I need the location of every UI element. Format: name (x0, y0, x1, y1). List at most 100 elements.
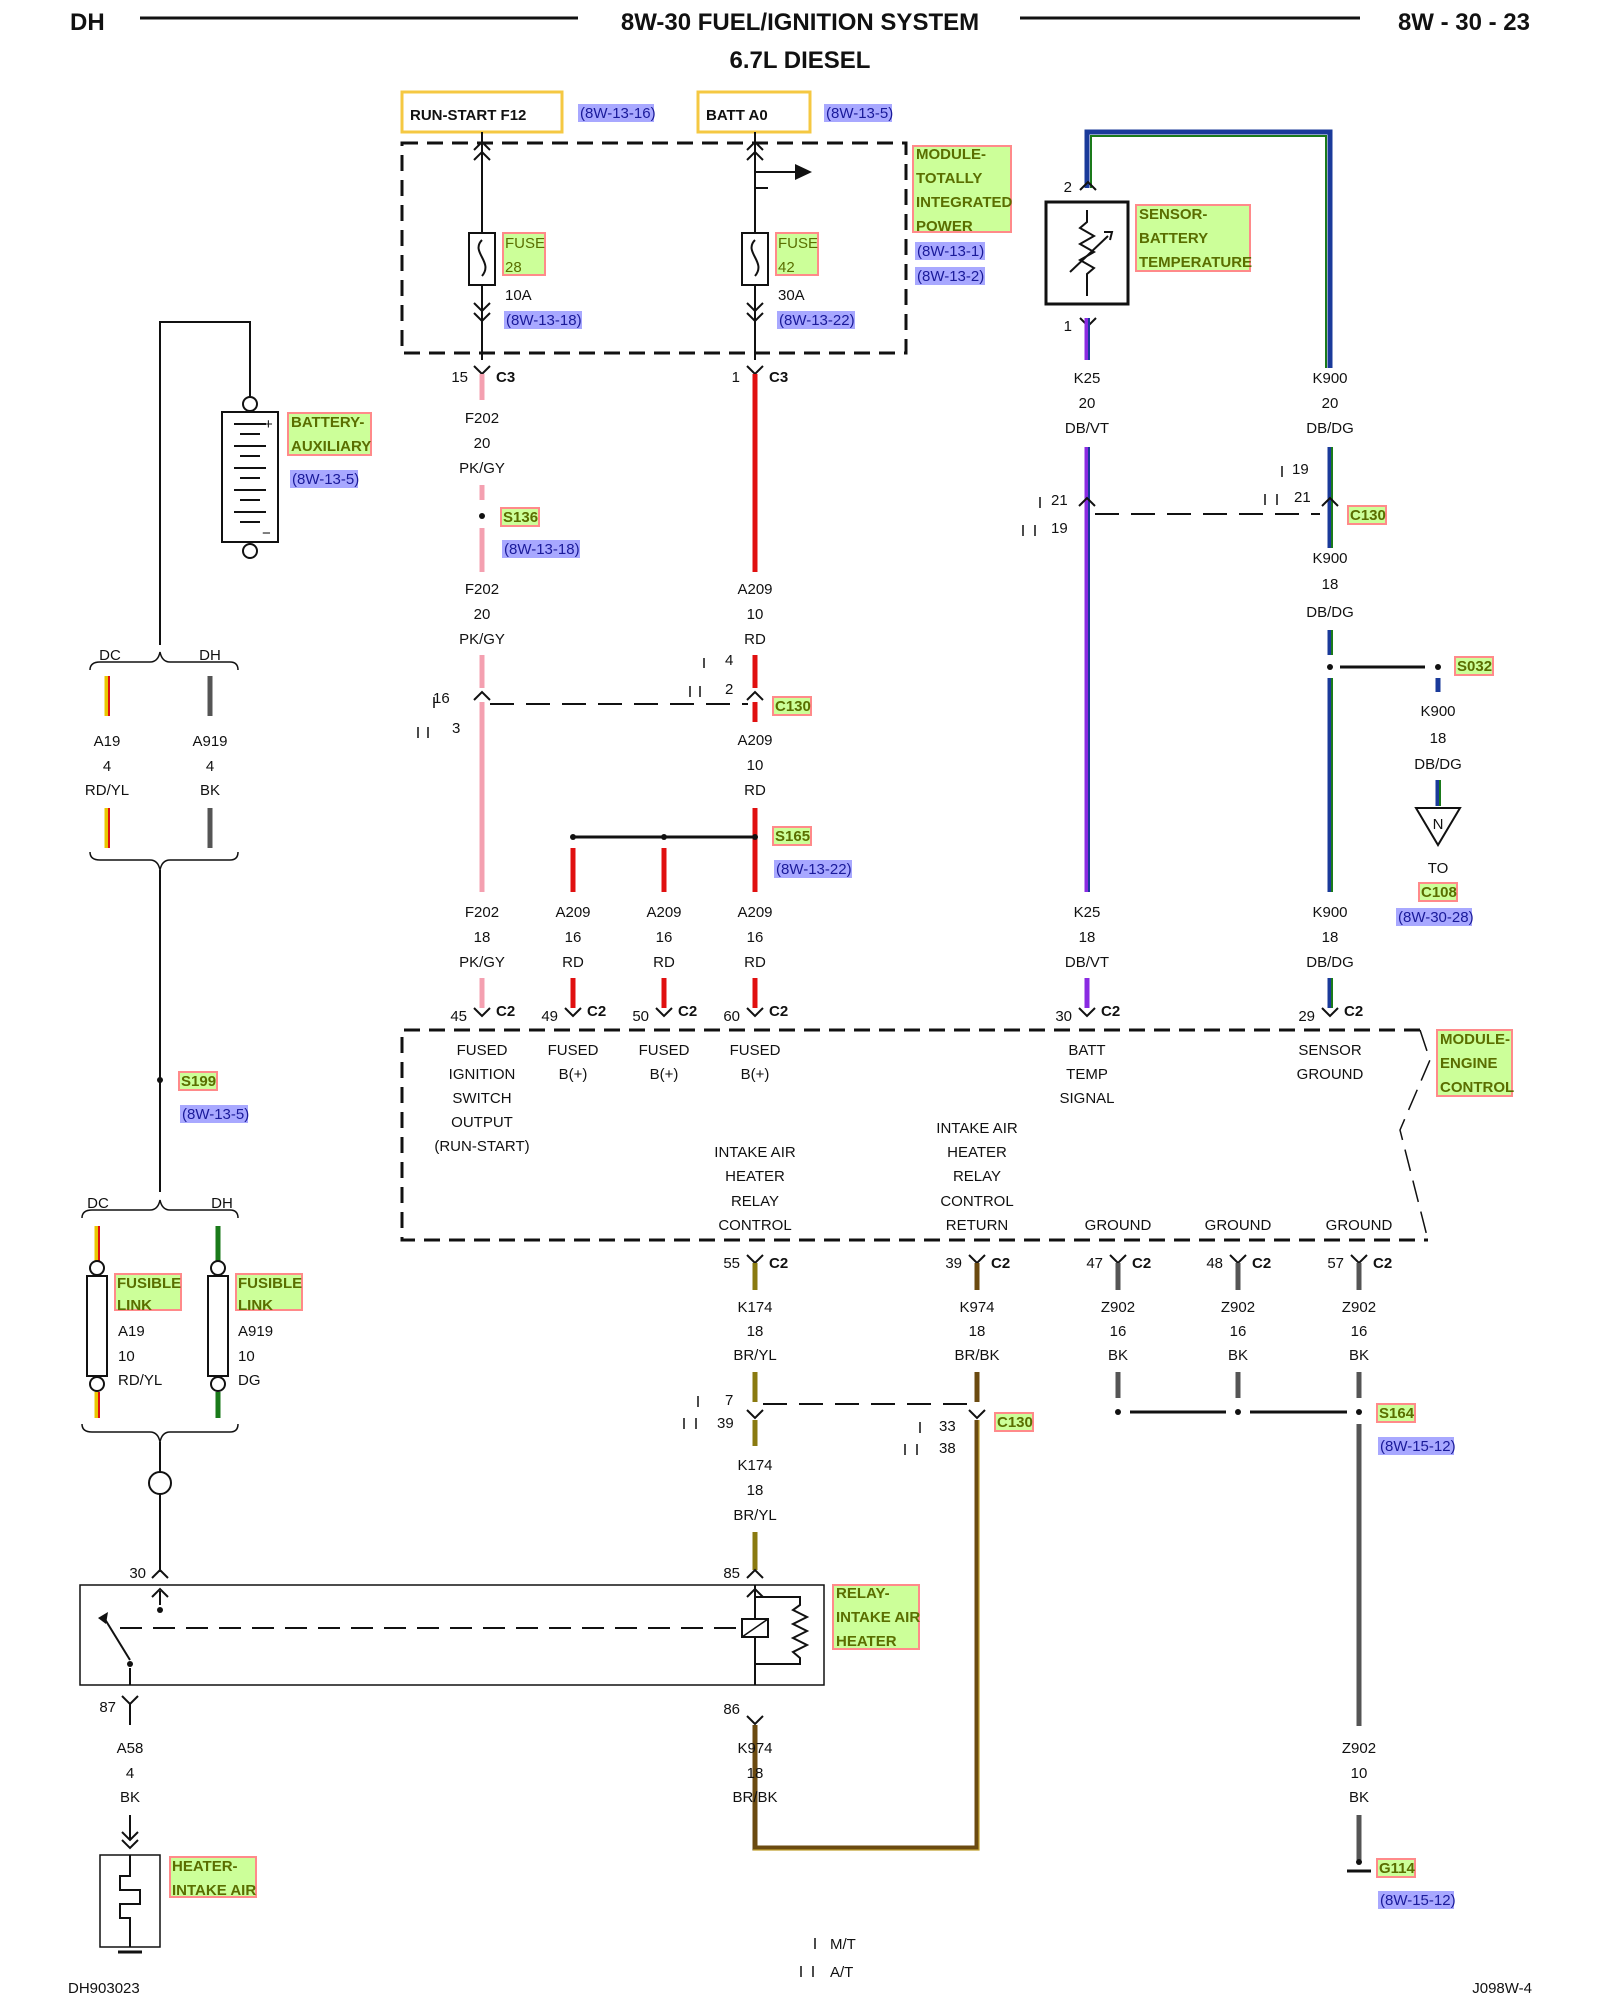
svg-text:18: 18 (747, 1323, 764, 1340)
svg-text:BR/BK: BR/BK (732, 1789, 777, 1806)
svg-text:33: 33 (939, 1418, 956, 1435)
svg-text:16: 16 (1230, 1323, 1247, 1340)
svg-text:S165: S165 (775, 828, 810, 845)
svg-text:MODULE-: MODULE- (916, 146, 986, 163)
svg-text:BK: BK (1228, 1347, 1248, 1364)
svg-text:+: + (264, 416, 273, 433)
svg-text:MODULE-: MODULE- (1440, 1031, 1510, 1048)
svg-text:42: 42 (778, 259, 795, 276)
svg-text:SENSOR: SENSOR (1298, 1042, 1362, 1059)
ref-link[interactable]: (8W-13-22) (776, 861, 852, 878)
circuit-a209: 1 C3 A209 10 RD 4 2 C130 A209 10 RD S165… (555, 365, 852, 1018)
svg-text:18: 18 (1430, 730, 1447, 747)
svg-text:C2: C2 (991, 1255, 1010, 1272)
svg-text:RD: RD (744, 782, 766, 799)
svg-text:21: 21 (1051, 492, 1068, 509)
svg-text:INTAKE AIR: INTAKE AIR (836, 1609, 920, 1626)
svg-text:FUSIBLE: FUSIBLE (117, 1275, 181, 1292)
svg-text:4: 4 (103, 758, 111, 775)
svg-text:BK: BK (1108, 1347, 1128, 1364)
svg-text:C130: C130 (775, 698, 811, 715)
svg-text:16: 16 (1110, 1323, 1127, 1340)
intake-air-heater-relay: RELAY- INTAKE AIR HEATER 87 A58 4 BK (79, 1584, 920, 1850)
svg-text:3: 3 (452, 720, 460, 737)
svg-text:K900: K900 (1312, 550, 1347, 567)
footer-left: DH903023 (68, 1980, 140, 1997)
ref-link[interactable]: (8W-13-18) (506, 312, 582, 329)
svg-text:SWITCH: SWITCH (452, 1090, 511, 1107)
ref-link[interactable]: (8W-13-2) (917, 268, 984, 285)
legend: M/T A/T (800, 1936, 856, 1981)
svg-text:18: 18 (474, 929, 491, 946)
svg-text:16: 16 (565, 929, 582, 946)
svg-text:BATT: BATT (1068, 1042, 1105, 1059)
svg-text:C2: C2 (1344, 1003, 1363, 1020)
footer-right: J098W-4 (1472, 1980, 1532, 1997)
circuit-k900: K900 20 DB/DG 19 21 C130 K900 18 DB/DG S… (1264, 370, 1494, 1018)
svg-text:21: 21 (1294, 489, 1311, 506)
svg-text:RETURN: RETURN (946, 1217, 1009, 1234)
ref-link[interactable]: (8W-13-5) (182, 1106, 249, 1123)
engine-control-module: MODULE- ENGINE CONTROL 45 C2 FUSED IGNIT… (400, 1003, 1514, 1272)
svg-text:−: − (262, 525, 271, 542)
svg-text:C2: C2 (769, 1003, 788, 1020)
ref-link[interactable]: (8W-13-1) (917, 243, 984, 260)
power-source-run-start: RUN-START F12 (8W-13-16) (400, 90, 656, 134)
svg-text:K174: K174 (737, 1457, 772, 1474)
svg-text:A919: A919 (192, 733, 227, 750)
svg-text:18: 18 (1322, 576, 1339, 593)
svg-text:FUSED: FUSED (457, 1042, 508, 1059)
svg-text:DB/DG: DB/DG (1306, 420, 1354, 437)
ref-link[interactable]: (8W-30-28) (1398, 909, 1474, 926)
fusible-links: DC DH FUSIBLE LINK FUSIBLE LINK A19 10 R… (81, 1195, 303, 1582)
ref-link[interactable]: (8W-13-22) (779, 312, 855, 329)
svg-text:ENGINE: ENGINE (1440, 1055, 1498, 1072)
svg-text:OUTPUT: OUTPUT (451, 1114, 513, 1131)
svg-text:C108: C108 (1421, 884, 1457, 901)
svg-text:CONTROL: CONTROL (1440, 1079, 1514, 1096)
svg-text:20: 20 (1322, 395, 1339, 412)
svg-text:FUSIBLE: FUSIBLE (238, 1275, 302, 1292)
page-subtitle: 6.7L DIESEL (730, 47, 871, 74)
svg-text:K900: K900 (1312, 370, 1347, 387)
svg-text:18: 18 (747, 1482, 764, 1499)
svg-text:DH: DH (199, 647, 221, 664)
svg-text:RELAY-: RELAY- (836, 1585, 890, 1602)
svg-text:30: 30 (1055, 1008, 1072, 1025)
svg-text:16: 16 (433, 690, 450, 707)
svg-text:Z902: Z902 (1342, 1740, 1376, 1757)
ref-link[interactable]: (8W-13-16) (580, 105, 656, 122)
svg-text:INTEGRATED: INTEGRATED (916, 194, 1013, 211)
svg-text:A58: A58 (117, 1740, 144, 1757)
svg-text:38: 38 (939, 1440, 956, 1457)
ref-link[interactable]: (8W-13-5) (826, 105, 893, 122)
ref-link[interactable]: (8W-13-18) (504, 541, 580, 558)
svg-text:10: 10 (1351, 1765, 1368, 1782)
svg-text:A/T: A/T (830, 1964, 853, 1981)
svg-text:CONTROL: CONTROL (718, 1217, 791, 1234)
svg-text:RUN-START F12: RUN-START F12 (410, 107, 526, 124)
ref-link[interactable]: (8W-13-5) (292, 471, 359, 488)
svg-text:20: 20 (474, 435, 491, 452)
ref-link[interactable]: (8W-15-12) (1380, 1438, 1456, 1455)
svg-text:18: 18 (1322, 929, 1339, 946)
svg-text:29: 29 (1298, 1008, 1315, 1025)
svg-text:INTAKE AIR: INTAKE AIR (714, 1144, 796, 1161)
svg-text:HEATER: HEATER (947, 1144, 1007, 1161)
svg-text:10: 10 (118, 1348, 135, 1365)
svg-text:B(+): B(+) (650, 1066, 679, 1083)
svg-text:7: 7 (725, 1392, 733, 1409)
ref-link[interactable]: (8W-15-12) (1380, 1892, 1456, 1909)
svg-text:LINK: LINK (117, 1297, 152, 1314)
svg-text:4: 4 (206, 758, 214, 775)
circuit-k974: K974 18 BR/BK 33 38 C130 86 K974 18 BR/B… (723, 1263, 1034, 1851)
svg-text:BK: BK (120, 1789, 140, 1806)
tipm-module: MODULE- TOTALLY INTEGRATED POWER (8W-13-… (400, 141, 1013, 355)
svg-text:10: 10 (238, 1348, 255, 1365)
svg-text:85: 85 (723, 1565, 740, 1582)
svg-text:FUSE: FUSE (505, 235, 545, 252)
page-header: DH 8W-30 FUEL/IGNITION SYSTEM 8W - 30 - … (70, 9, 1530, 74)
svg-text:K900: K900 (1312, 904, 1347, 921)
svg-text:SIGNAL: SIGNAL (1059, 1090, 1114, 1107)
